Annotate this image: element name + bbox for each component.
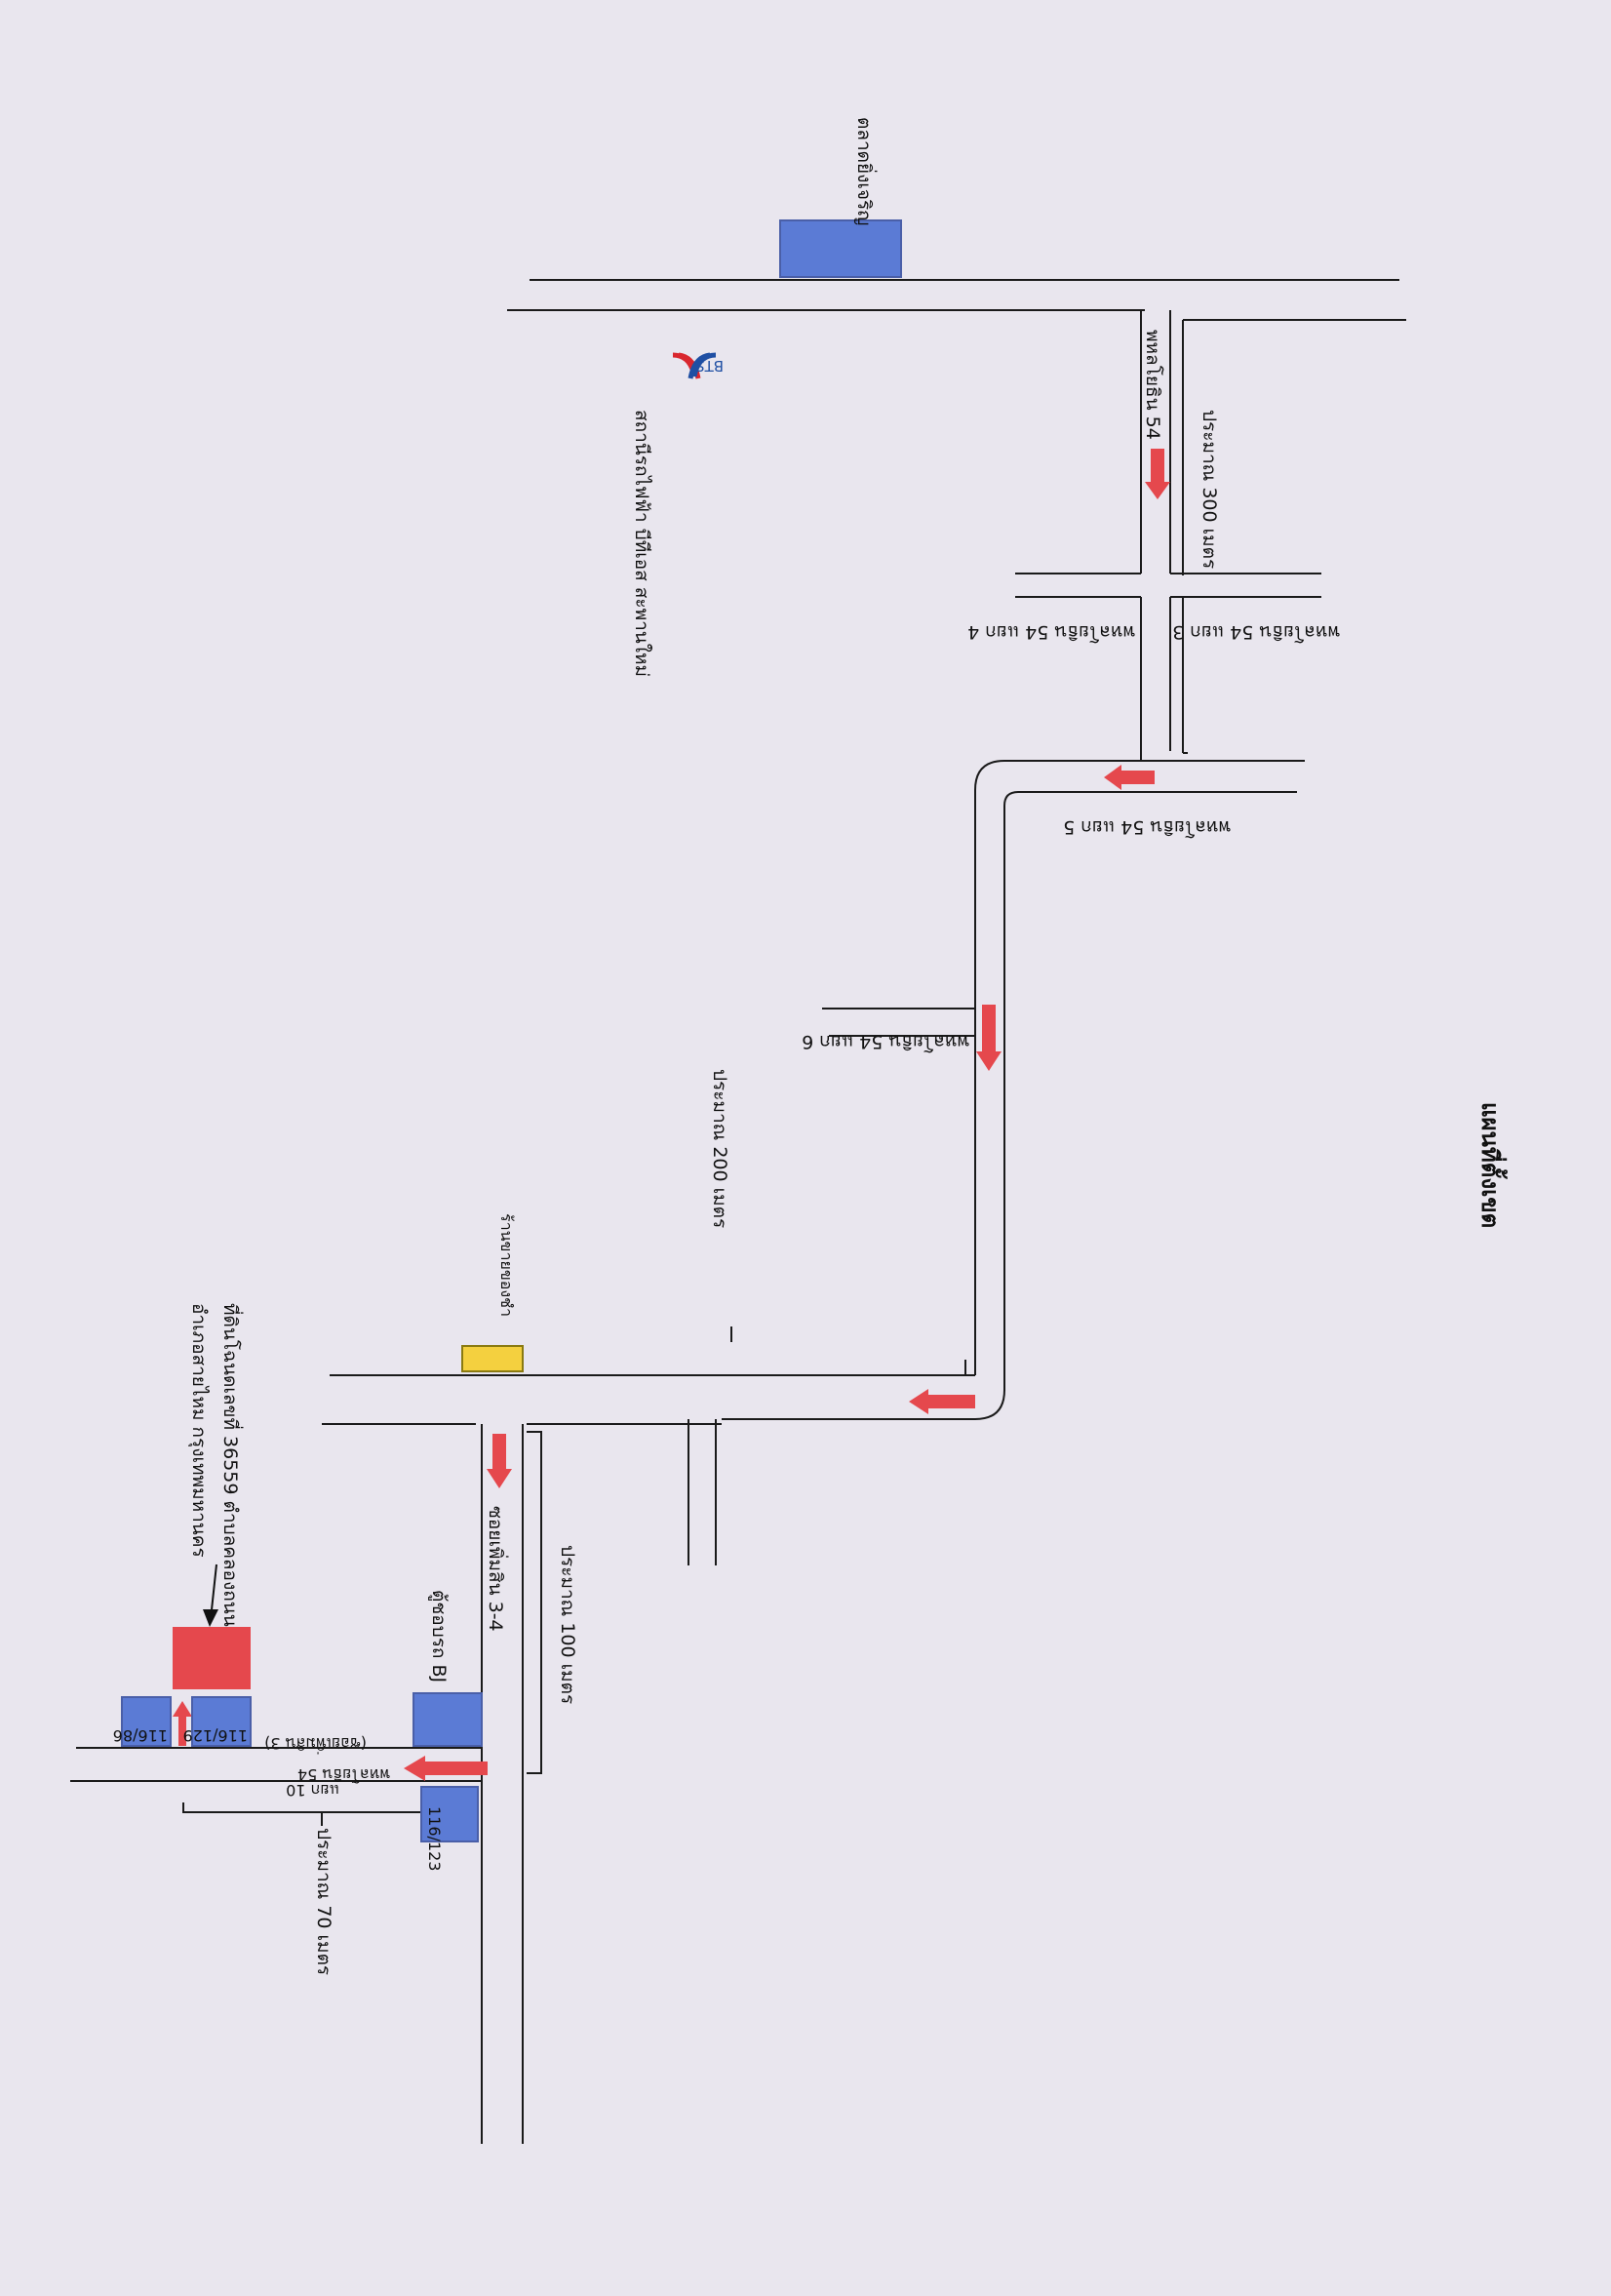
bts-logo: BTS [672,352,724,379]
arrow-left-2 [909,1389,975,1414]
soi3-label: พหลโยธิน 54 แยก 3 [1172,621,1340,644]
house-116-86-label: 116/86 [113,1726,168,1745]
target-pointer-head [203,1609,218,1627]
target-label-line1: ที่ดินโฉนดเลขที่ 36559 ตำบลคลองถนน [219,1303,244,1627]
atm-building [413,1692,483,1747]
target-plot [173,1627,251,1689]
arrow-down-2 [976,1005,1002,1071]
house-block-116-86 [121,1696,172,1747]
soi10-label-a: พหลโยธิน 54 [297,1765,390,1784]
soi6-label: พหลโยธิน 54 แยก 6 [802,1031,969,1053]
market-building [779,219,902,278]
shop-label: ร้านขายของชำ [497,1213,516,1317]
target-label-line2: อำเภอสายไหม กรุงเทพมหานคร [187,1303,210,1558]
house-block-116-123 [420,1786,479,1842]
arrow-left-1 [1104,765,1155,790]
distance-100-label: ประมาณ 100 เมตร [557,1545,578,1704]
map-labels: แผนที่ตั้งเขต ตลาดยิ่งเจริญ สถานีรถไฟฟ้า… [113,117,1509,1975]
phahon54-label: พหลโยธิน 54 [1142,330,1164,440]
distance-300-label: ประมาณ 300 เมตร [1198,410,1220,569]
saensuk-label: ซอยเพิ่มสิน 3-4 [485,1506,509,1632]
distance-70-label: ประมาณ 70 เมตร [313,1828,334,1975]
route-arrows [173,449,1170,1781]
soi10-label-b: แยก 10 [286,1781,339,1800]
house-116-123-label: 116/123 [425,1806,444,1871]
soi5-road-bottom [722,791,1297,1420]
house-116-129-label: 116/129 [183,1726,248,1745]
atm-label: ตู้ชอบรถ BJ [428,1590,450,1682]
arrow-left-3 [404,1756,488,1781]
bts-logo-blue-arc [688,352,717,379]
bts-station-label: สถานีรถไฟฟ้า บีทีเอส สะพานใหม่ [631,410,652,677]
arrow-down-1 [1145,449,1170,499]
road-network [70,279,1406,2144]
shop-marker [461,1345,524,1372]
soi4-label: พหลโยธิน 54 แยก 4 [967,621,1135,644]
arrow-down-3 [487,1434,512,1488]
market-label: ตลาดยิ่งเจริญ [853,117,878,225]
map-title: แผนที่ตั้งเขต [1476,1102,1509,1228]
house-block-116-129 [191,1696,252,1747]
soi5-road-top [974,760,1305,1375]
distance-200-label: ประมาณ 200 เมตร [709,1069,730,1228]
bts-logo-text: BTS [695,357,724,375]
soi10-alias-label: (ซอยเพิ่มสิน 3) [264,1734,367,1755]
bracket-100 [527,1431,542,1774]
arrow-up-target [173,1701,192,1746]
soi5-label: พหลโยธิน 54 แยก 5 [1063,816,1231,839]
